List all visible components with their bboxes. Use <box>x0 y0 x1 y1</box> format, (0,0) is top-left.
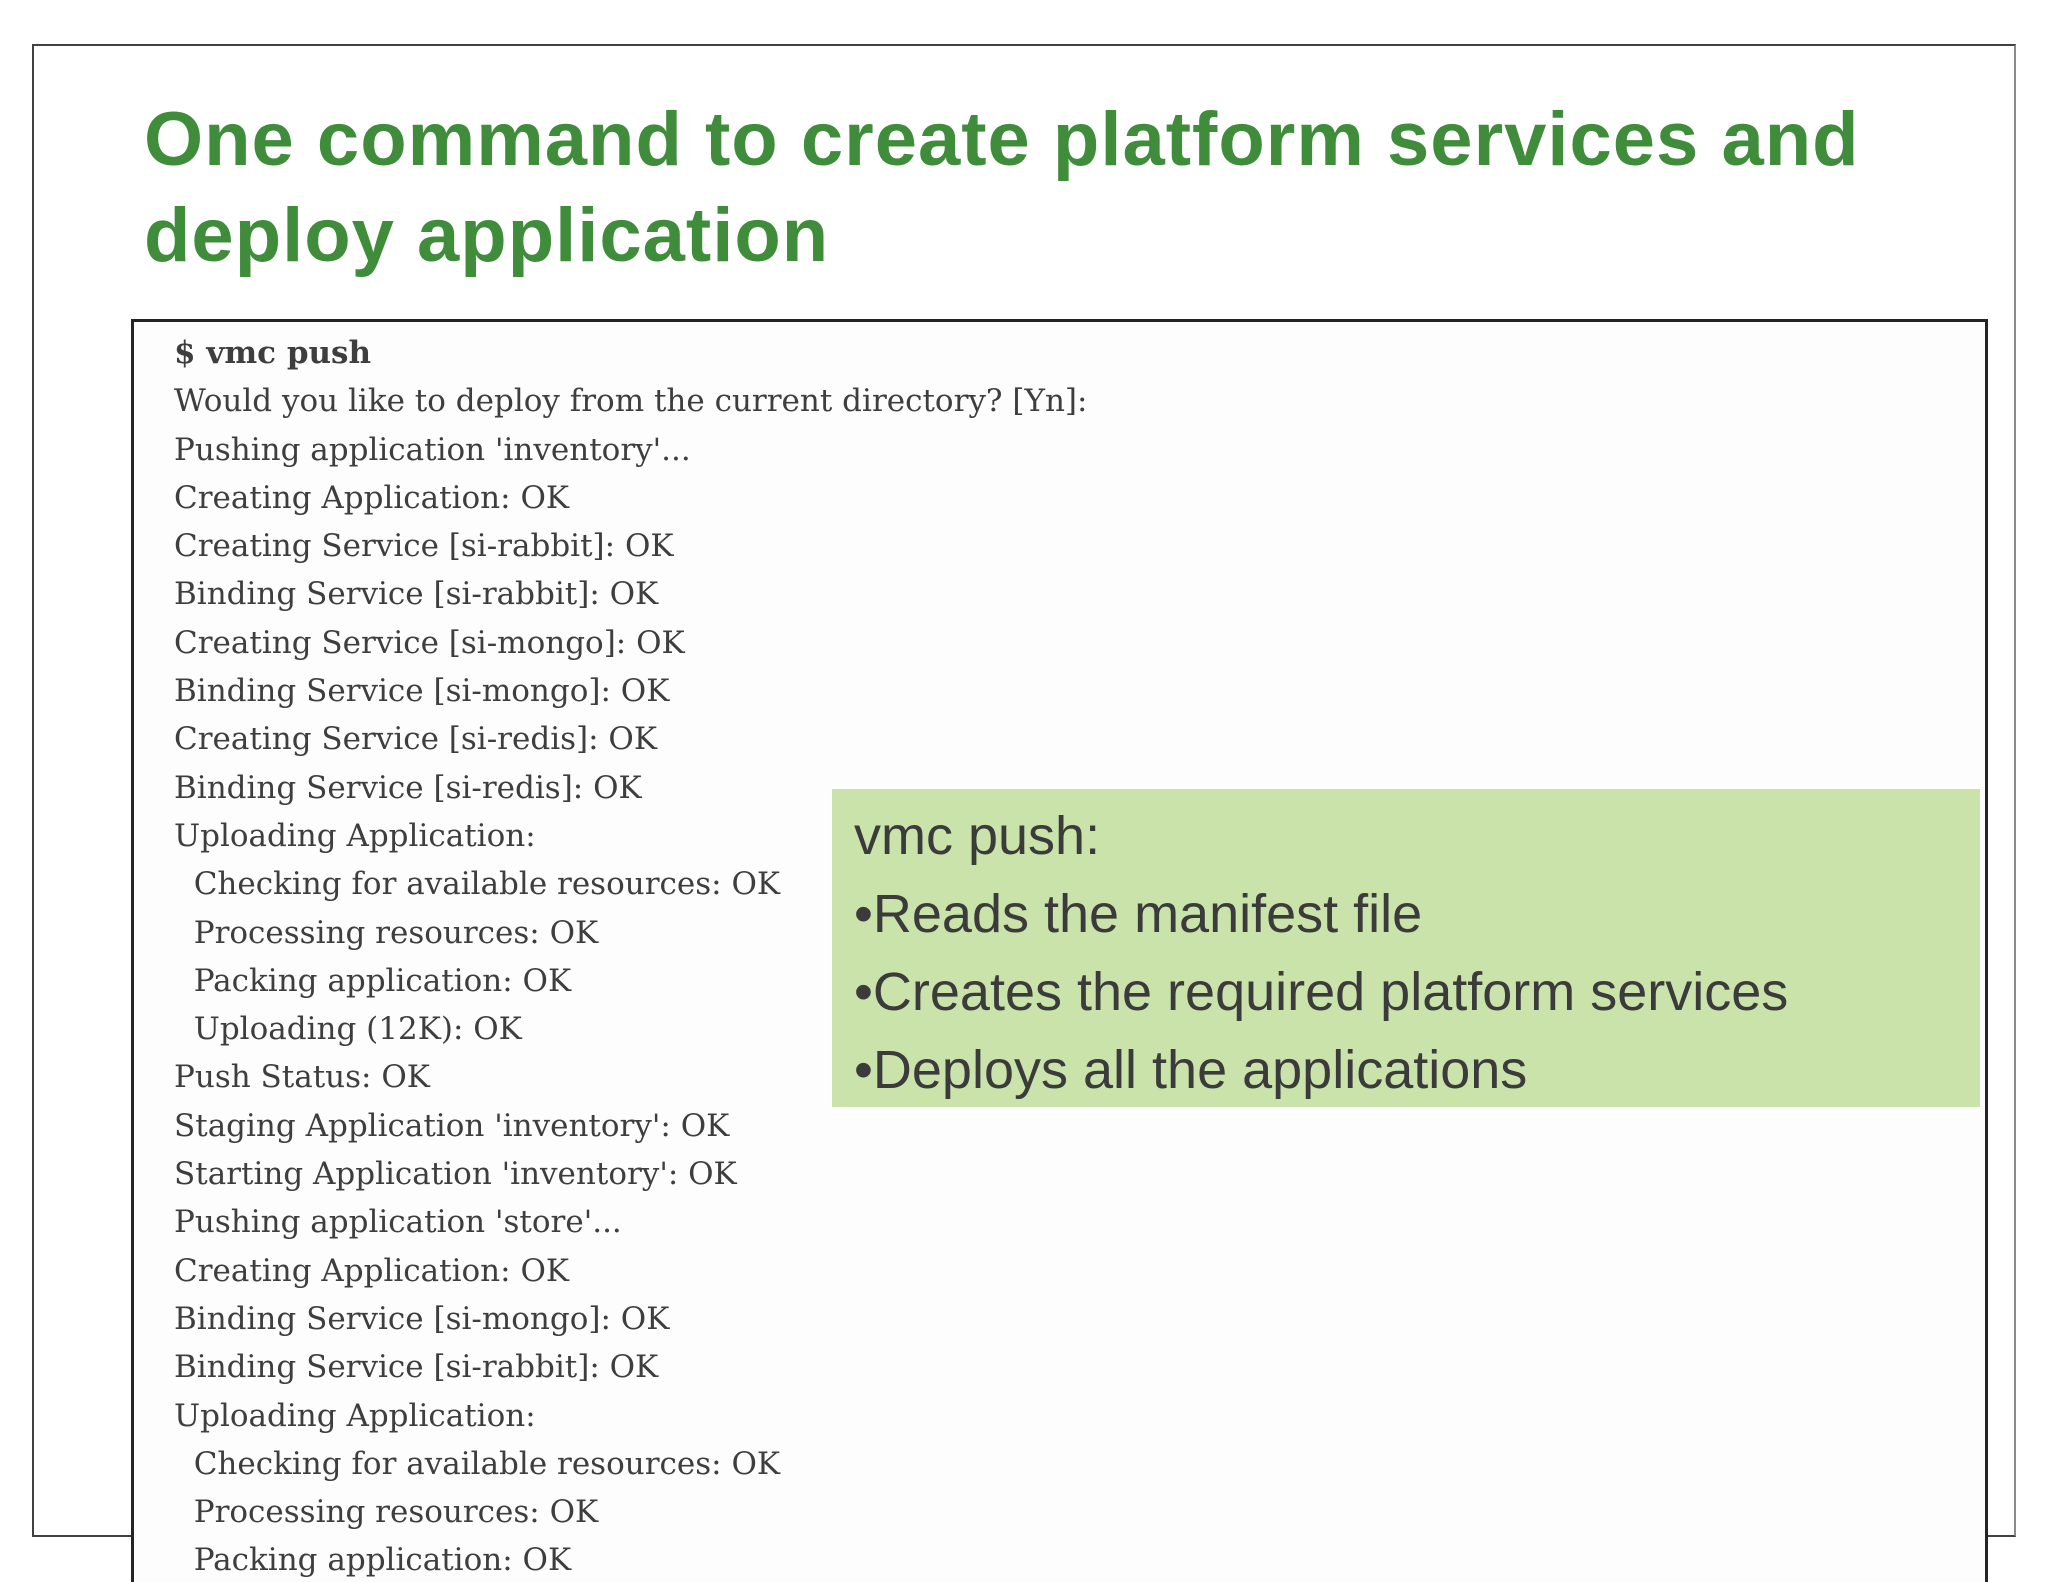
terminal-line: Binding Service [si-rabbit]: OK <box>174 576 659 613</box>
callout-bullet-list: •Reads the manifest file •Creates the req… <box>854 875 1970 1107</box>
terminal-line: Processing resources: OK <box>174 914 599 951</box>
callout-box: vmc push: •Reads the manifest file •Creat… <box>832 789 1980 1107</box>
slide-title: One command to create platform services … <box>144 92 1860 284</box>
callout-bullet-item: •Deploys all the applications <box>854 1040 1528 1100</box>
terminal-line: Processing resources: OK <box>174 1494 599 1531</box>
terminal-line: Checking for available resources: OK <box>174 866 781 903</box>
terminal-line: Starting Application 'inventory': OK <box>174 1156 737 1193</box>
terminal-line: Checking for available resources: OK <box>174 1445 781 1482</box>
terminal-line: Creating Service [si-rabbit]: OK <box>174 528 674 565</box>
slide: One command to create platform services … <box>32 44 2016 1582</box>
terminal-line: Pushing application 'store'... <box>174 1204 622 1241</box>
callout-bullet-item: •Creates the required platform services <box>854 962 1789 1022</box>
terminal-line: Pushing application 'inventory'... <box>174 431 691 468</box>
terminal-line: Binding Service [si-rabbit]: OK <box>174 1349 659 1386</box>
terminal-line: Uploading Application: <box>174 817 536 854</box>
callout-heading: vmc push: <box>854 806 1101 866</box>
terminal-line: Binding Service [si-mongo]: OK <box>174 673 670 710</box>
terminal-line: Packing application: OK <box>174 1542 572 1579</box>
terminal-line: $ vmc push <box>174 335 372 371</box>
callout-bullet-item: •Reads the manifest file <box>854 884 1423 944</box>
terminal-line: Staging Application 'inventory': OK <box>174 1107 730 1144</box>
terminal-line: Creating Application: OK <box>174 479 570 516</box>
terminal-line: Uploading (12K): OK <box>174 1011 522 1048</box>
terminal-line: Packing application: OK <box>174 962 572 999</box>
terminal-line: Creating Service [si-redis]: OK <box>174 721 657 758</box>
terminal-line: Uploading Application: <box>174 1397 536 1434</box>
terminal-line: Creating Service [si-mongo]: OK <box>174 624 685 661</box>
terminal-line: Would you like to deploy from the curren… <box>174 383 1088 420</box>
terminal-line: Binding Service [si-mongo]: OK <box>174 1300 670 1337</box>
terminal-line: Creating Application: OK <box>174 1252 570 1289</box>
terminal-line: Push Status: OK <box>174 1059 430 1096</box>
terminal-line: Binding Service [si-redis]: OK <box>174 769 642 806</box>
slide-title-line-1: One command to create platform services … <box>144 97 1860 182</box>
slide-title-line-2: deploy application <box>144 193 830 278</box>
